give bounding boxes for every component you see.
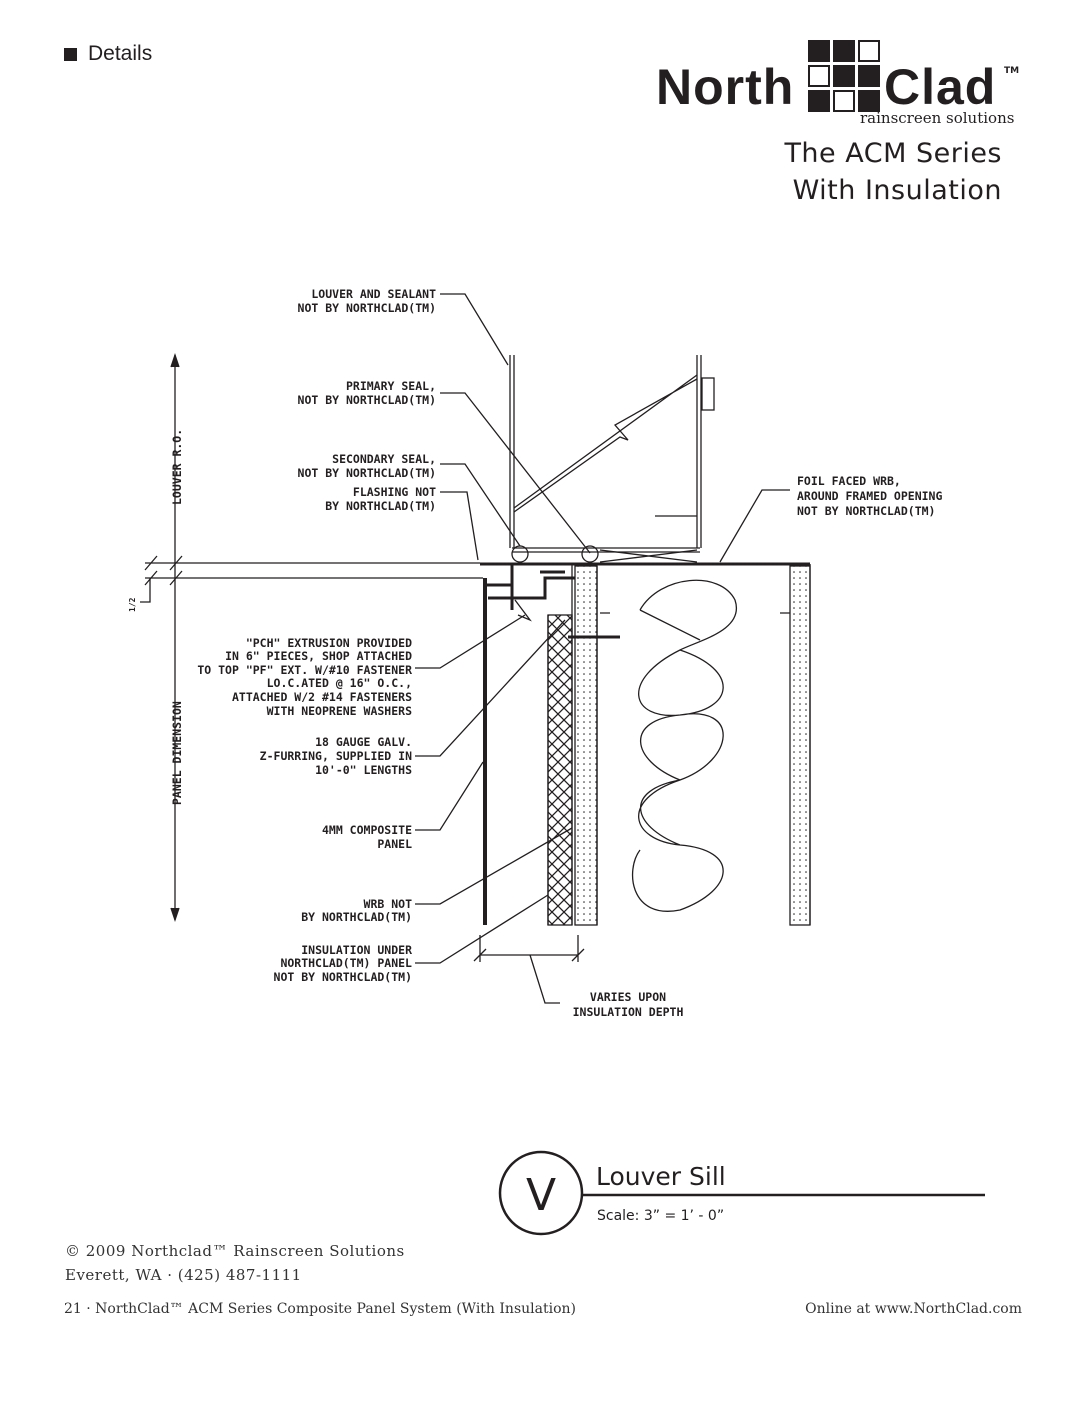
- callout-secondary-seal: SECONDARY SEAL,: [332, 452, 436, 466]
- callout-insulation: NOT BY NORTHCLAD(TM): [274, 970, 412, 984]
- leader-lines: [415, 293, 790, 964]
- logo-grid-icon: [808, 40, 880, 112]
- dimension-line: [140, 352, 483, 923]
- page-title-line2: With Insulation: [792, 175, 1002, 206]
- logo-north: North: [656, 59, 795, 115]
- callout-wrb: WRB NOT: [364, 897, 413, 911]
- detail-letter: V: [526, 1170, 556, 1221]
- callout-z-furring: 18 GAUGE GALV.: [315, 735, 412, 749]
- callout-flashing: FLASHING NOT: [353, 485, 436, 499]
- callout-composite-panel: 4MM COMPOSITE: [322, 823, 412, 837]
- louver: [509, 355, 715, 563]
- callout-insulation: NORTHCLAD(TM) PANEL: [280, 956, 412, 970]
- logo-tagline: rainscreen solutions: [860, 109, 1015, 127]
- section-marker-icon: [64, 48, 77, 61]
- callout-pch-extrusion: "PCH" EXTRUSION PROVIDED: [246, 636, 412, 650]
- address: Everett, WA · (425) 487-1111: [65, 1266, 302, 1284]
- callout-z-furring: 10'-0" LENGTHS: [315, 763, 412, 777]
- logo-tm: TM: [1004, 66, 1020, 76]
- callout-louver-sealant: NOT BY NORTHCLAD(TM): [298, 301, 436, 315]
- callout-pch-extrusion: IN 6" PIECES, SHOP ATTACHED: [225, 649, 412, 663]
- callout-insulation: INSULATION UNDER: [301, 943, 412, 957]
- callout-foil-wrb: AROUND FRAMED OPENING: [797, 489, 942, 503]
- callout-flashing: BY NORTHCLAD(TM): [325, 499, 436, 513]
- callout-foil-wrb: FOIL FACED WRB,: [797, 474, 901, 488]
- callout-primary-seal: PRIMARY SEAL,: [346, 379, 436, 393]
- callout-composite-panel: PANEL: [377, 837, 412, 851]
- callout-pch-extrusion: TO TOP "PF" EXT. W/#10 FASTENER: [197, 663, 412, 677]
- callout-z-furring: Z-FURRING, SUPPLIED IN: [260, 749, 412, 763]
- panel-dimension: PANEL DIMENSION: [170, 701, 184, 805]
- page-title-line1: The ACM Series: [784, 138, 1002, 169]
- insulation-batts: [600, 579, 790, 912]
- detail-title: Louver Sill: [596, 1162, 726, 1191]
- callout-varies: INSULATION DEPTH: [573, 1005, 684, 1019]
- callout-primary-seal: NOT BY NORTHCLAD(TM): [298, 393, 436, 407]
- callout-foil-wrb: NOT BY NORTHCLAD(TM): [797, 504, 935, 518]
- louver-ro-dimension: LOUVER R.O.: [170, 429, 184, 505]
- detail-scale: Scale: 3” = 1’ - 0”: [597, 1208, 725, 1224]
- logo-clad: Clad: [884, 59, 997, 115]
- detail-marker-circle: [498, 1150, 584, 1236]
- callout-pch-extrusion: ATTACHED W/2 #14 FASTENERS: [232, 690, 412, 704]
- website-link[interactable]: Online at www.NorthClad.com: [805, 1301, 1022, 1317]
- callout-varies: VARIES UPON: [590, 990, 666, 1004]
- copyright: © 2009 Northclad™ Rainscreen Solutions: [65, 1242, 405, 1260]
- half-dimension: 1/2: [128, 597, 137, 612]
- callout-pch-extrusion: LO.C.ATED @ 16" O.C.,: [267, 676, 412, 690]
- callout-secondary-seal: NOT BY NORTHCLAD(TM): [298, 466, 436, 480]
- page-info: 21 · NorthClad™ ACM Series Composite Pan…: [64, 1301, 576, 1317]
- callout-louver-sealant: LOUVER AND SEALANT: [311, 287, 436, 301]
- callout-pch-extrusion: WITH NEOPRENE WASHERS: [267, 704, 412, 718]
- callout-wrb: BY NORTHCLAD(TM): [301, 910, 412, 924]
- section-label: Details: [88, 42, 153, 65]
